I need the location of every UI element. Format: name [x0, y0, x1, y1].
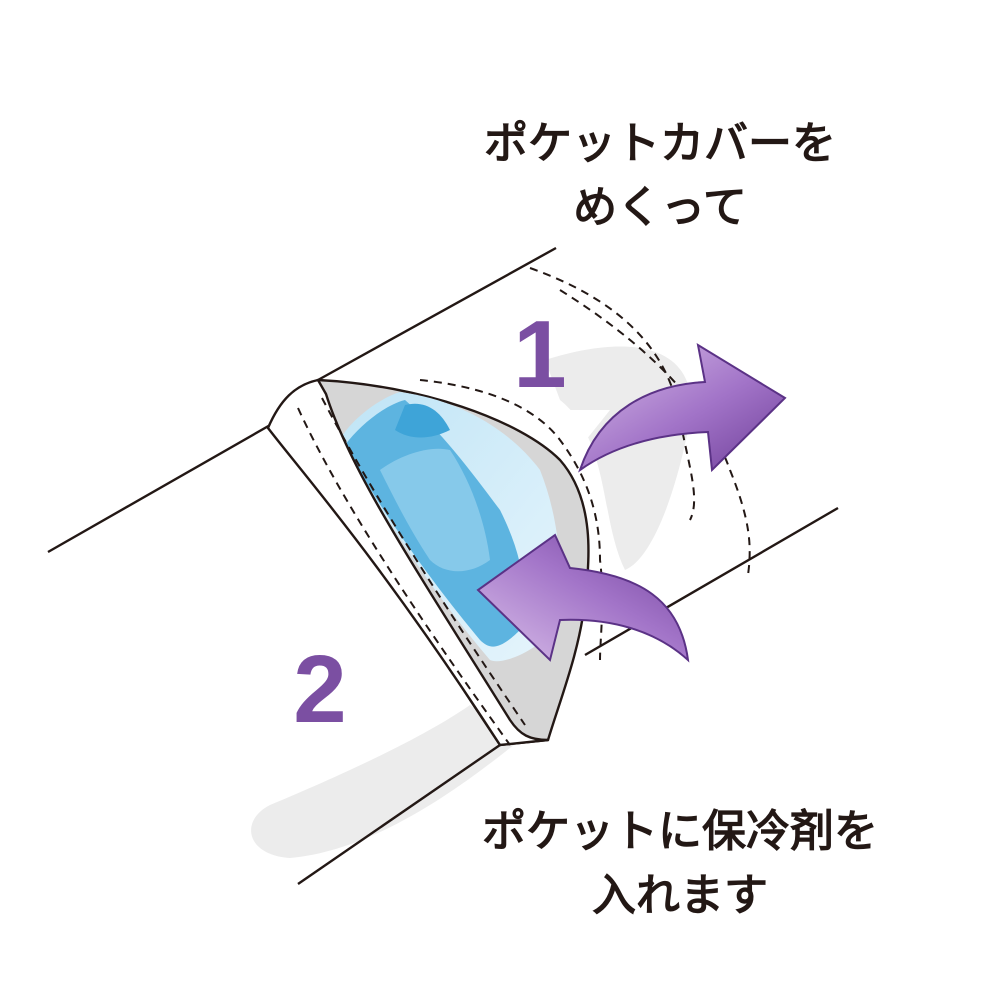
caption-bottom-line-2: 入れます — [592, 870, 768, 921]
ice-pack-gel — [380, 448, 490, 572]
step-number-2: 2 — [293, 636, 347, 743]
arrow-left-icon — [476, 533, 690, 663]
instruction-caption-top: ポケットカバーを めくって — [430, 112, 890, 240]
stitch-line — [529, 267, 696, 521]
caption-top-line-2: めくって — [573, 182, 747, 233]
ice-pack-gel — [395, 403, 450, 438]
sleeve-outline — [47, 406, 301, 554]
stitch-line — [321, 397, 526, 726]
caption-top-line-1: ポケットカバーを — [484, 118, 836, 169]
instruction-caption-bottom: ポケットに保冷剤を 入れます — [440, 800, 920, 928]
stitch-line — [297, 407, 511, 746]
caption-bottom-line-1: ポケットに保冷剤を — [482, 806, 878, 857]
sleeve-outline — [317, 246, 557, 382]
arrow-right-icon — [578, 342, 787, 473]
pocket-cover — [266, 378, 549, 747]
sleeve-outline — [584, 506, 839, 657]
sleeve-shadow — [251, 705, 521, 858]
sleeve-outline — [297, 744, 501, 885]
step-number-1: 1 — [513, 301, 567, 408]
